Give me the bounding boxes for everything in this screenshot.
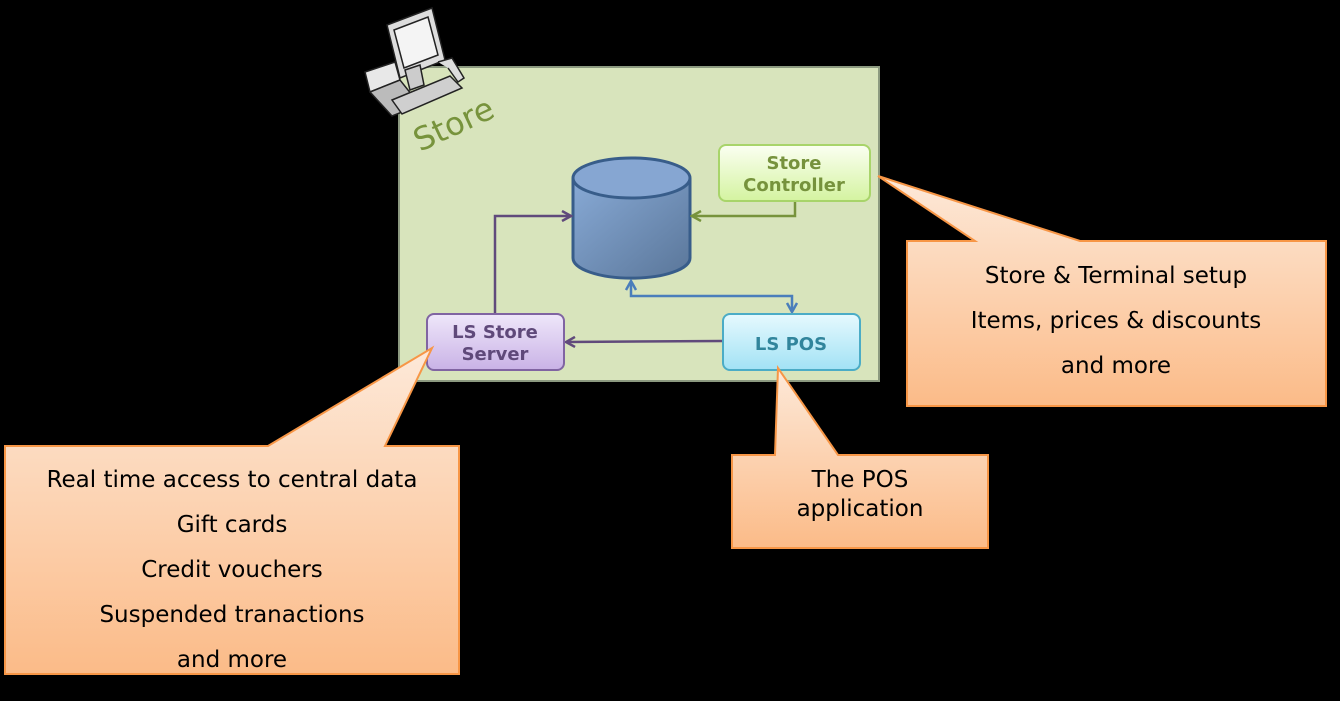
callout-line: Suspended tranactions <box>99 602 364 628</box>
store-controller-label-line2: Controller <box>743 175 845 196</box>
callout-line: Store & Terminal setup <box>985 263 1247 289</box>
ls-store-server-node: LS Store Server <box>426 313 565 371</box>
callout-line: Real time access to central data <box>47 467 418 493</box>
store-controller-node: Store Controller <box>718 144 871 202</box>
ls-pos-node: LS POS <box>722 313 861 371</box>
db-pos-arrow <box>631 281 792 312</box>
pos-terminal-icon <box>364 7 466 117</box>
ls-store-server-label-line1: LS Store <box>452 322 538 343</box>
callout-line: Items, prices & discounts <box>971 308 1262 334</box>
database-icon <box>571 156 692 280</box>
ls-store-server-label-line2: Server <box>462 344 529 365</box>
store-controller-label-line1: Store <box>766 153 821 174</box>
callout-ls-store-server: Real time access to central data Gift ca… <box>4 345 460 675</box>
callout-line: application <box>797 496 924 522</box>
callout-line: and more <box>1061 353 1171 379</box>
callout-line: The POS <box>811 467 909 493</box>
ls-pos-label: LS POS <box>755 334 827 355</box>
callout-ls-pos: The POS application <box>731 364 989 549</box>
pos-to-server-arrow <box>566 341 724 342</box>
controller-to-db-arrow <box>692 202 797 216</box>
callout-line: Gift cards <box>177 512 288 538</box>
callout-store-controller: Store & Terminal setup Items, prices & d… <box>877 175 1327 407</box>
callout-line: and more <box>177 647 287 673</box>
callout-line: Credit vouchers <box>141 557 323 583</box>
server-to-db-arrow <box>493 216 571 314</box>
